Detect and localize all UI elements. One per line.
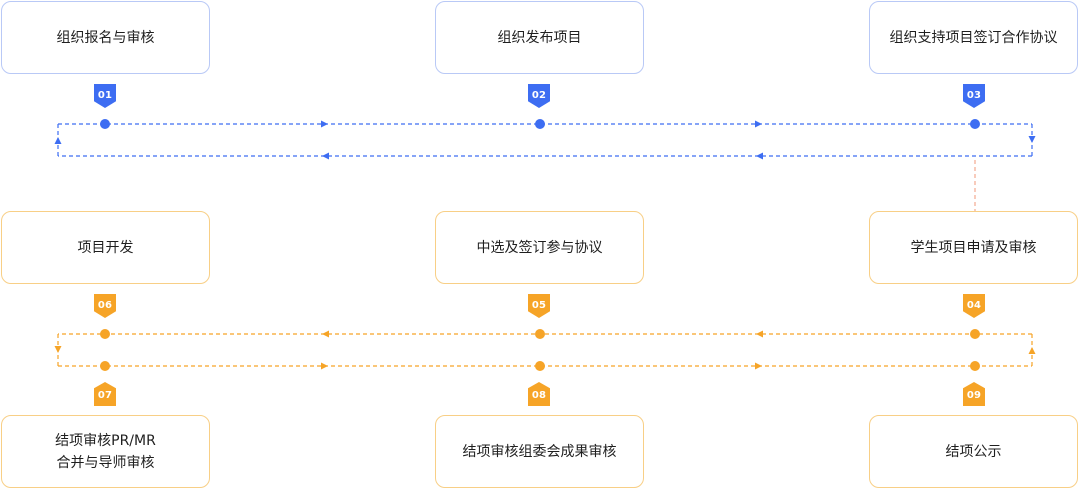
step-label: 中选及签订参与协议 xyxy=(476,239,603,256)
step-badge-05: 05 xyxy=(528,294,550,318)
arrow-icon xyxy=(321,362,328,370)
arrow-icon xyxy=(322,152,329,160)
arrow-icon xyxy=(1028,136,1036,143)
step-card-06: 项目开发 xyxy=(1,211,210,284)
step-badge-06: 06 xyxy=(94,294,116,318)
flow-dot-08 xyxy=(535,361,545,371)
step-label-line2: 合并与导师审核 xyxy=(56,454,155,471)
flow-dot-05 xyxy=(535,329,545,339)
step-badge-01: 01 xyxy=(94,84,116,108)
arrow-icon xyxy=(756,330,763,338)
flow-dot-03 xyxy=(970,119,980,129)
step-badge-02: 02 xyxy=(528,84,550,108)
step-label: 结项审核组委会成果审核 xyxy=(462,443,617,460)
step-card-03: 组织支持项目签订合作协议 xyxy=(869,1,1078,74)
step-card-01: 组织报名与审核 xyxy=(1,1,210,74)
step-label: 组织报名与审核 xyxy=(56,29,155,46)
flow-dot-07 xyxy=(100,361,110,371)
step-label: 组织支持项目签订合作协议 xyxy=(889,29,1058,46)
arrow-icon xyxy=(1028,347,1036,354)
flow-dot-09 xyxy=(970,361,980,371)
step-badge-08: 08 xyxy=(528,382,550,406)
flow-dot-06 xyxy=(100,329,110,339)
step-card-08: 结项审核组委会成果审核 xyxy=(435,415,644,488)
step-label-line1: 结项审核PR/MR xyxy=(55,432,156,449)
arrow-icon xyxy=(54,346,62,353)
step-card-02: 组织发布项目 xyxy=(435,1,644,74)
step-label: 结项公示 xyxy=(945,443,1002,460)
arrow-icon xyxy=(322,330,329,338)
step-card-05: 中选及签订参与协议 xyxy=(435,211,644,284)
arrow-icon xyxy=(755,362,762,370)
arrow-icon xyxy=(54,137,62,144)
arrow-icon xyxy=(756,152,763,160)
step-label: 项目开发 xyxy=(77,239,134,256)
flow-dot-04 xyxy=(970,329,980,339)
step-card-09: 结项公示 xyxy=(869,415,1078,488)
step-card-04: 学生项目申请及审核 xyxy=(869,211,1078,284)
step-label: 学生项目申请及审核 xyxy=(910,239,1037,256)
step-badge-03: 03 xyxy=(963,84,985,108)
step-card-07: 结项审核PR/MR 合并与导师审核 xyxy=(1,415,210,488)
step-badge-04: 04 xyxy=(963,294,985,318)
step-badge-07: 07 xyxy=(94,382,116,406)
flow-dot-01 xyxy=(100,119,110,129)
step-label: 组织发布项目 xyxy=(497,29,582,46)
arrow-icon xyxy=(755,120,762,128)
step-badge-09: 09 xyxy=(963,382,985,406)
arrow-icon xyxy=(321,120,328,128)
flow-dot-02 xyxy=(535,119,545,129)
